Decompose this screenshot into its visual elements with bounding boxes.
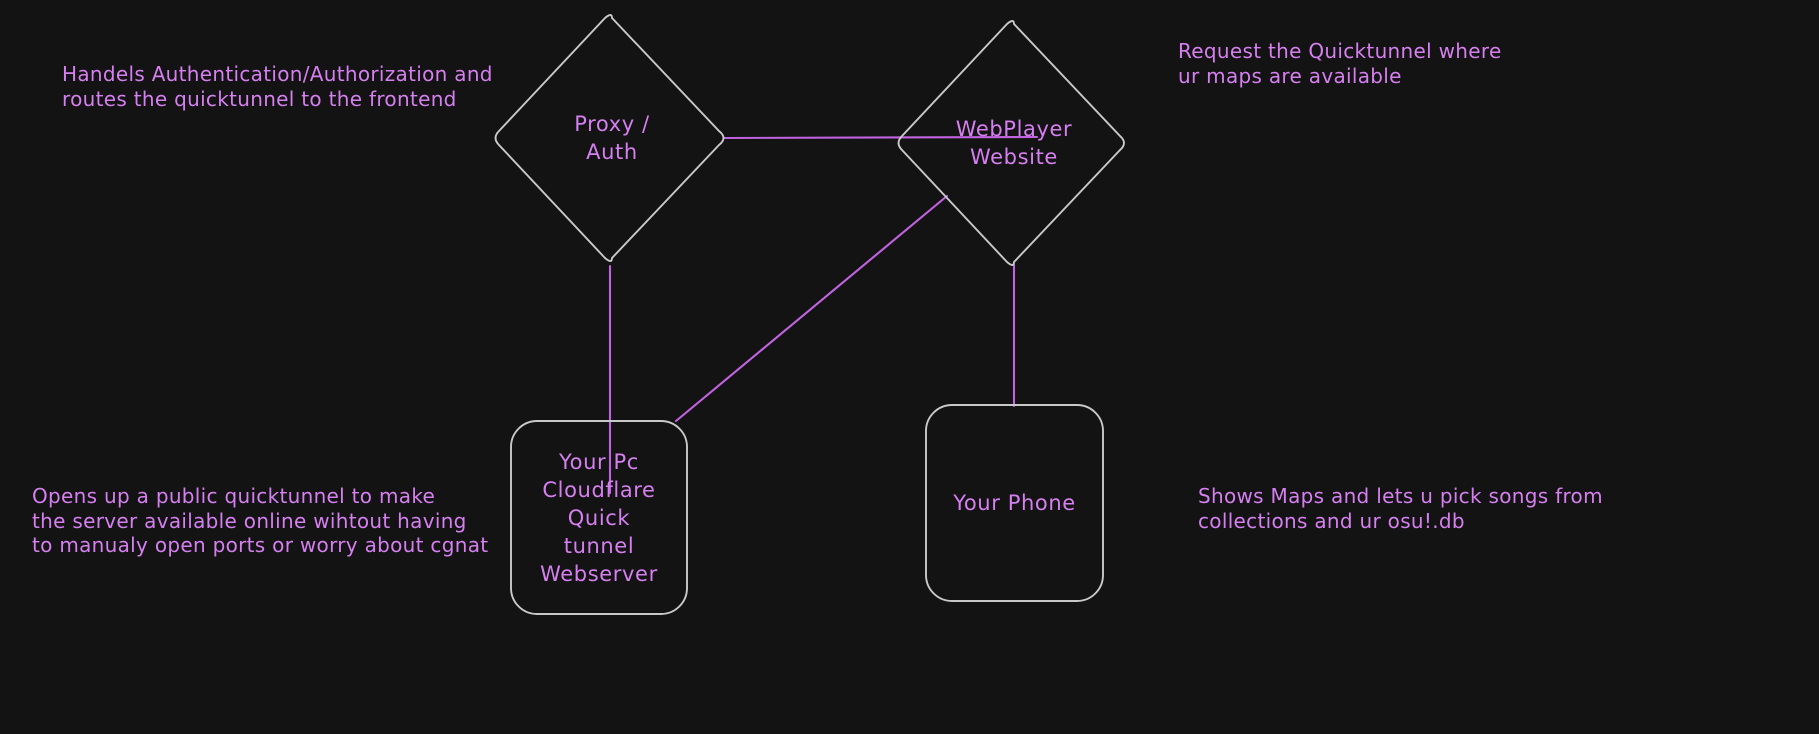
diamond-shape-webplayer-website: [897, 20, 1125, 266]
node-proxy-auth[interactable]: Proxy / Auth: [490, 12, 734, 264]
diamond-shape-proxy-auth: [494, 14, 725, 262]
node-your-phone[interactable]: Your Phone: [924, 403, 1105, 603]
rounded-rect-shape-your-phone: [925, 404, 1104, 602]
node-webplayer-website[interactable]: WebPlayer Website: [894, 18, 1134, 268]
node-your-pc[interactable]: Your Pc Cloudflare Quick tunnel Webserve…: [509, 419, 689, 616]
annotation-webplayer-website: Request the Quicktunnel where ur maps ar…: [1178, 39, 1502, 88]
rounded-rect-shape-your-pc: [510, 420, 688, 615]
annotation-your-phone: Shows Maps and lets u pick songs from co…: [1198, 484, 1603, 533]
annotation-your-pc: Opens up a public quicktunnel to make th…: [32, 484, 489, 557]
annotation-proxy-auth: Handels Authentication/Authorization and…: [62, 62, 493, 111]
